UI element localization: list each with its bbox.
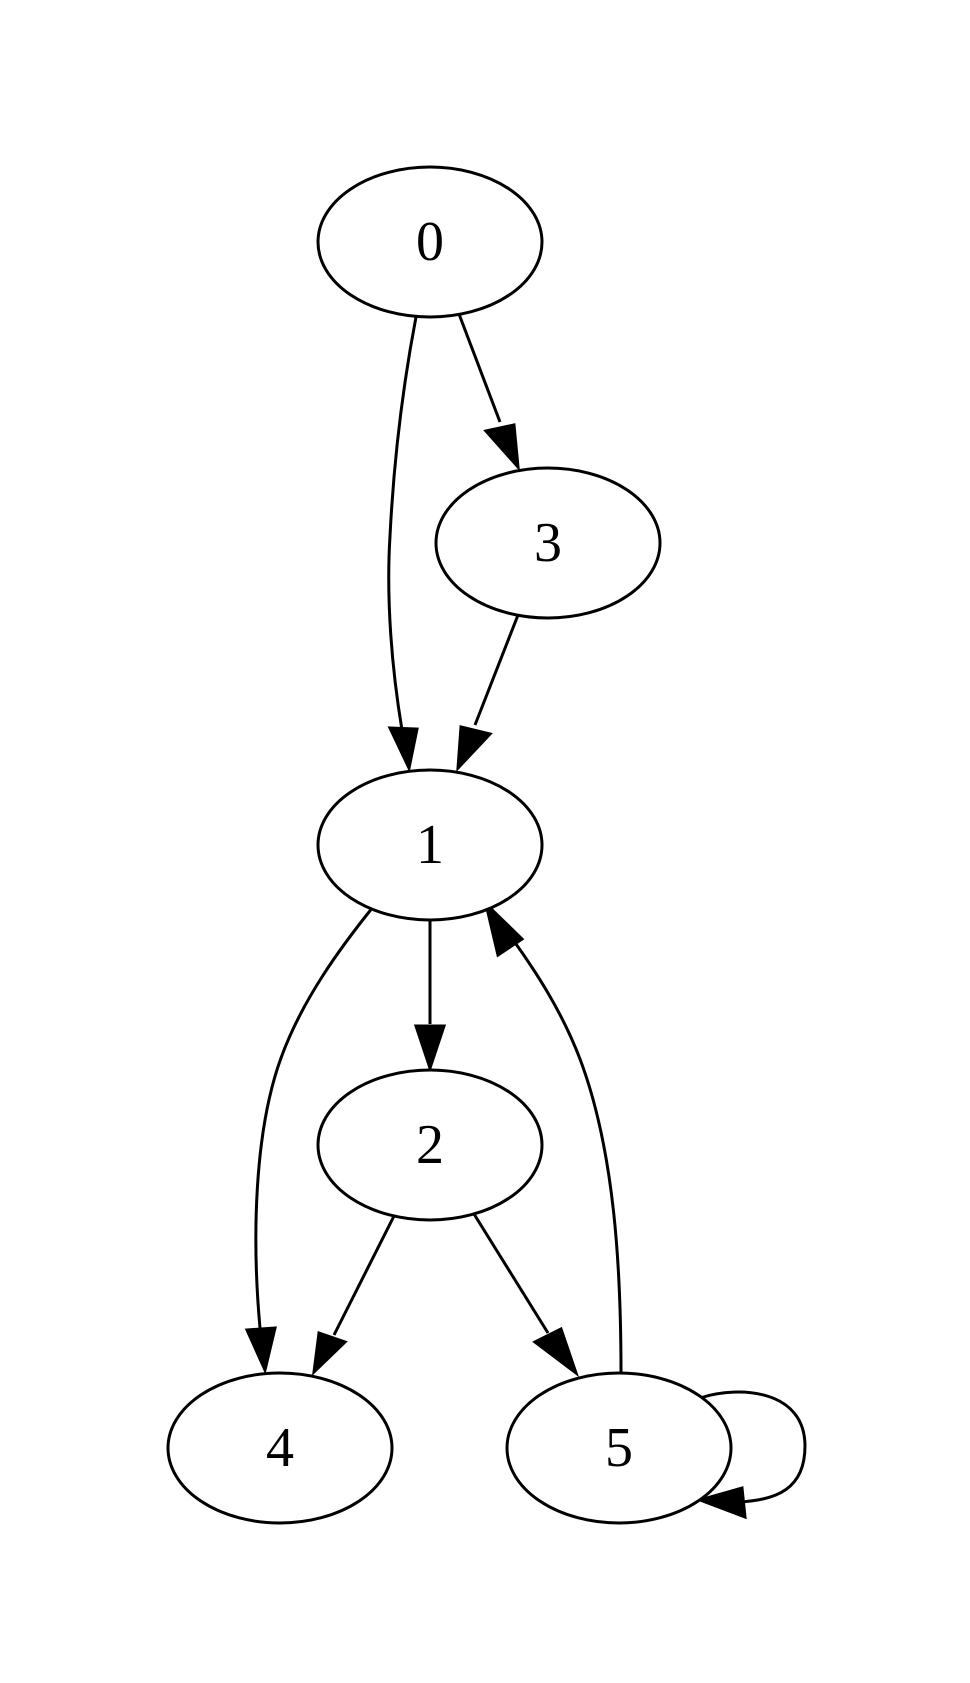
edge-2-5 bbox=[472, 1213, 579, 1378]
node-5-ellipse bbox=[505, 1371, 733, 1525]
edge-5-5 bbox=[695, 1390, 807, 1520]
edge-0-3 bbox=[457, 313, 520, 472]
edge-0-1-arrowhead bbox=[387, 726, 419, 773]
edge-2-4 bbox=[311, 1215, 396, 1377]
edge-0-3-arrowhead bbox=[483, 423, 520, 472]
edge-3-1-arrowhead bbox=[456, 725, 493, 773]
edge-5-1-arrowhead bbox=[483, 899, 525, 958]
node-0: 0 bbox=[316, 165, 544, 319]
node-2-ellipse bbox=[316, 1068, 544, 1222]
edge-5-5-arrowhead bbox=[695, 1486, 747, 1520]
node-0-ellipse bbox=[316, 165, 544, 319]
node-4-label: 4 bbox=[266, 1417, 294, 1479]
edge-1-4-arrowhead bbox=[244, 1326, 277, 1375]
node-2-label: 2 bbox=[416, 1114, 444, 1176]
node-3: 3 bbox=[434, 466, 662, 620]
edges-layer bbox=[244, 313, 807, 1520]
edge-3-1 bbox=[456, 614, 520, 773]
edge-5-1 bbox=[483, 899, 623, 1374]
node-5: 5 bbox=[505, 1371, 733, 1525]
node-1-ellipse bbox=[316, 768, 544, 922]
node-4: 4 bbox=[166, 1371, 394, 1525]
node-2: 2 bbox=[316, 1068, 544, 1222]
edge-1-4 bbox=[244, 906, 375, 1375]
edge-2-5-arrowhead bbox=[532, 1326, 579, 1378]
node-3-label: 3 bbox=[534, 512, 562, 574]
edge-1-2 bbox=[413, 918, 447, 1073]
node-3-ellipse bbox=[434, 466, 662, 620]
node-0-label: 0 bbox=[416, 211, 444, 273]
edge-2-4-arrowhead bbox=[311, 1330, 348, 1377]
node-5-label: 5 bbox=[605, 1417, 633, 1479]
edge-1-2-arrowhead bbox=[413, 1024, 447, 1073]
node-1: 1 bbox=[316, 768, 544, 922]
nodes-layer: 0 3 1 2 4 5 bbox=[166, 165, 733, 1525]
edge-0-1 bbox=[387, 316, 419, 773]
node-4-ellipse bbox=[166, 1371, 394, 1525]
node-1-label: 1 bbox=[416, 814, 444, 876]
